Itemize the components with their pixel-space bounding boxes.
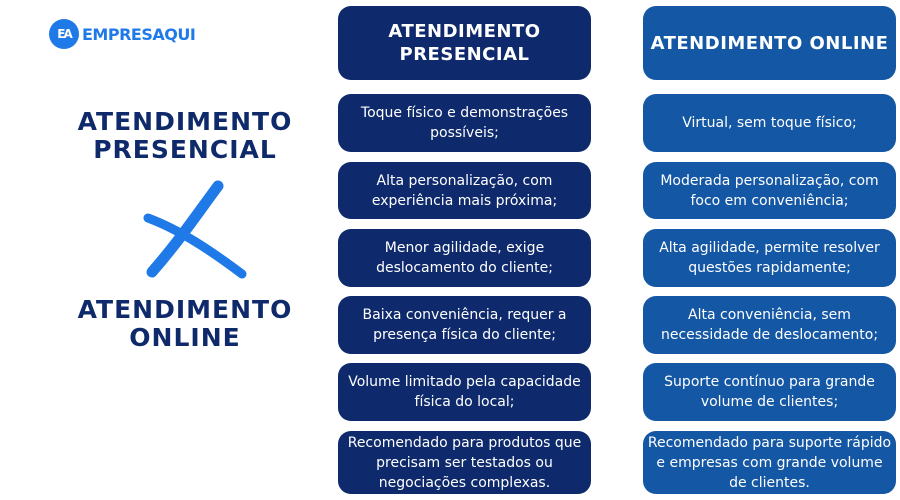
title-presencial: ATENDIMENTO PRESENCIAL <box>77 107 293 164</box>
brand-logo: EA EMPRESAQUI <box>49 19 196 49</box>
presencial-item: Menor agilidade, exige deslocamento do c… <box>338 229 591 287</box>
presencial-item: Alta personalização, com experiência mai… <box>338 162 591 219</box>
online-item: Alta agilidade, permite resolver questõe… <box>643 229 896 287</box>
title-online: ATENDIMENTO ONLINE <box>77 295 293 352</box>
header-presencial: ATENDIMENTO PRESENCIAL <box>338 6 591 80</box>
online-item: Alta conveniência, sem necessidade de de… <box>643 296 896 354</box>
online-item: Virtual, sem toque físico; <box>643 94 896 152</box>
online-item: Suporte contínuo para grande volume de c… <box>643 363 896 421</box>
presencial-item: Toque físico e demonstrações possíveis; <box>338 94 591 152</box>
presencial-item: Baixa conveniência, requer a presença fí… <box>338 296 591 354</box>
logo-text: EMPRESAQUI <box>82 24 196 44</box>
x-icon <box>143 180 247 279</box>
online-item: Moderada personalização, com foco em con… <box>643 162 896 219</box>
logo-mark: EA <box>49 19 79 49</box>
presencial-item: Volume limitado pela capacidade física d… <box>338 363 591 421</box>
online-item: Recomendado para suporte rápido e empres… <box>643 431 896 494</box>
header-online: ATENDIMENTO ONLINE <box>643 6 896 80</box>
presencial-item: Recomendado para produtos que precisam s… <box>338 431 591 494</box>
